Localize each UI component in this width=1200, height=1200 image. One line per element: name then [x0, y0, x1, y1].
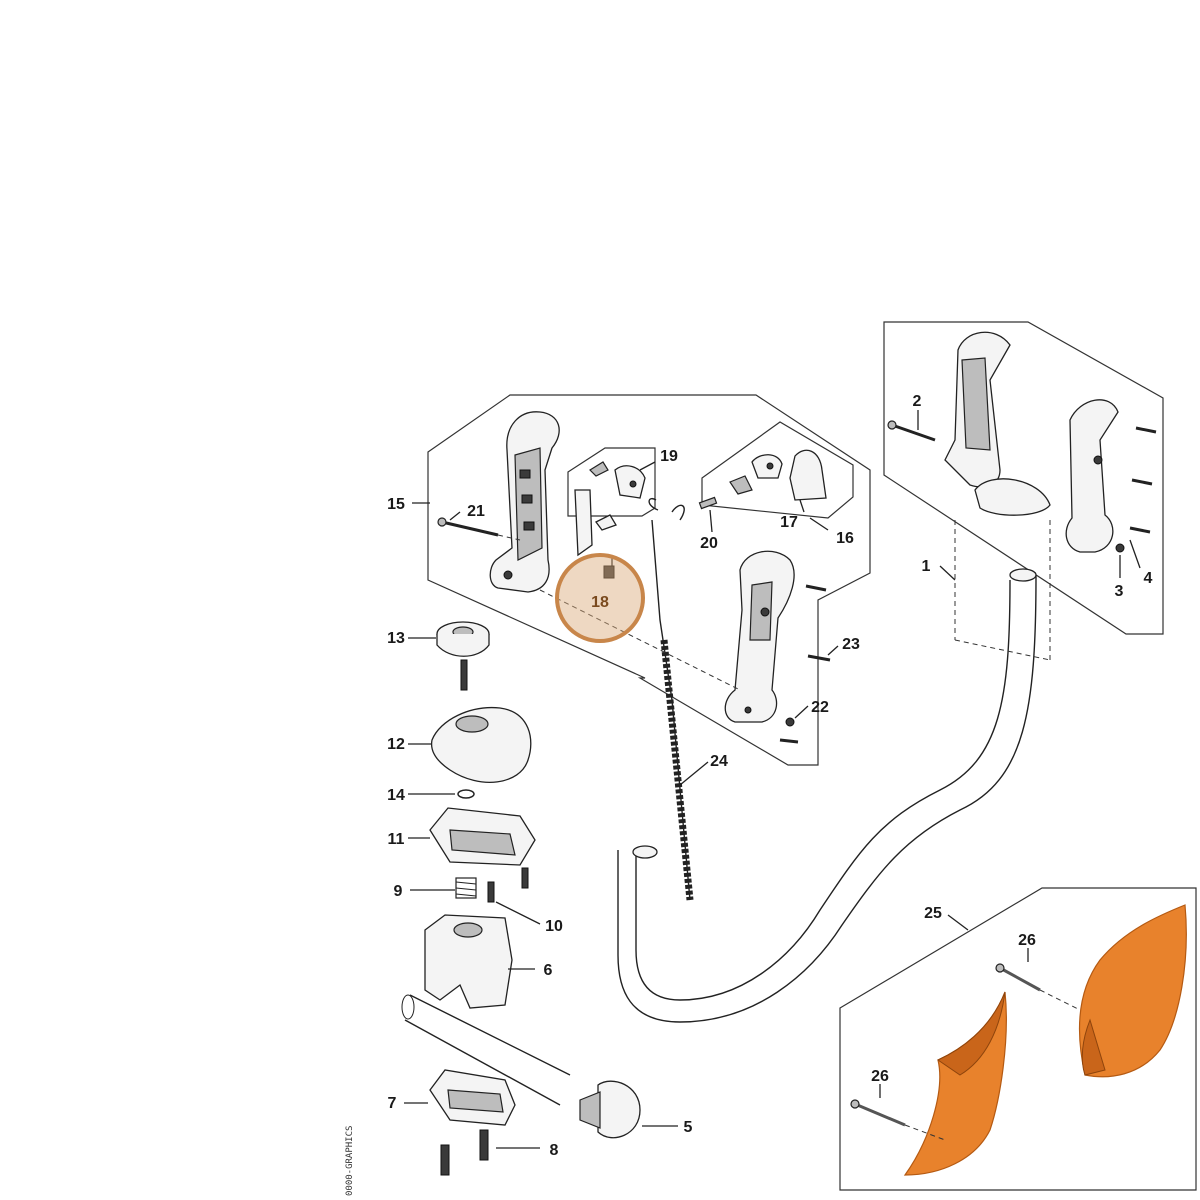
o-ring-14: [457, 789, 475, 799]
throttle-cable-24: [539, 498, 741, 901]
screws-10: [487, 867, 529, 903]
handlebar-tube: [617, 520, 1051, 1023]
callout-12: 12: [387, 736, 405, 753]
callout-19: 19: [660, 448, 678, 465]
callout-23: 23: [842, 636, 860, 653]
callout-24: 24: [710, 753, 728, 770]
callout-26-upper: 26: [1018, 932, 1036, 949]
callout-18: 18: [591, 594, 609, 611]
clamp-upper-11: [429, 807, 536, 866]
callout-10: 10: [545, 918, 563, 935]
leader-lines: [404, 410, 1141, 1149]
drawing-code: 0000-GRAPHICS: [345, 1126, 355, 1196]
tube-section: [401, 994, 571, 1106]
callout-3: 3: [1115, 583, 1124, 600]
clamp-ring-5: [579, 1080, 641, 1139]
handle-shell-right: [724, 550, 795, 723]
guard-part-left: [903, 991, 1007, 1176]
callout-5: 5: [684, 1119, 693, 1136]
callout-15: 15: [387, 496, 405, 513]
callout-11: 11: [388, 831, 405, 848]
handle-shell-left: [489, 411, 560, 593]
guard-part-right: [1078, 904, 1187, 1078]
callout-26-lower: 26: [871, 1068, 889, 1085]
callout-13: 13: [387, 630, 405, 647]
spring-9: [455, 877, 477, 899]
callout-labels: 1 2 3 4 5 6 7 8 9 10 11 12 13 14 15 16 1…: [387, 393, 1152, 1159]
callout-4: 4: [1144, 570, 1153, 587]
callout-21: 21: [467, 503, 485, 520]
highlight-marker-18: [555, 553, 645, 643]
clamp-body-6: [424, 914, 513, 1009]
callout-17: 17: [780, 514, 798, 531]
callout-14: 14: [387, 787, 405, 804]
clamp-cover-12: [430, 706, 532, 783]
screws-2-3-4: [887, 420, 1157, 553]
guard-screws-26: [850, 963, 1081, 1141]
callout-1: 1: [922, 558, 931, 575]
group-box-25: [839, 887, 1197, 1191]
group-box-1: [883, 321, 1164, 635]
callout-7: 7: [388, 1095, 397, 1112]
callout-9: 9: [394, 883, 403, 900]
trigger-parts-19: [574, 461, 646, 579]
screw-21: [437, 517, 521, 541]
callout-6: 6: [544, 962, 553, 979]
callout-20: 20: [700, 535, 718, 552]
group-box-15: [427, 394, 871, 766]
screws-8: [440, 1129, 489, 1176]
callout-22: 22: [811, 699, 829, 716]
callout-16: 16: [836, 530, 854, 547]
callout-2: 2: [913, 393, 922, 410]
clamp-lower-7: [429, 1069, 516, 1126]
handle-shell-top: [944, 331, 1119, 553]
callout-8: 8: [550, 1142, 559, 1159]
switch-parts-16: [698, 449, 827, 510]
callout-25: 25: [924, 905, 942, 922]
screws-22-23: [779, 584, 831, 744]
clamp-knob-13: [436, 621, 490, 691]
